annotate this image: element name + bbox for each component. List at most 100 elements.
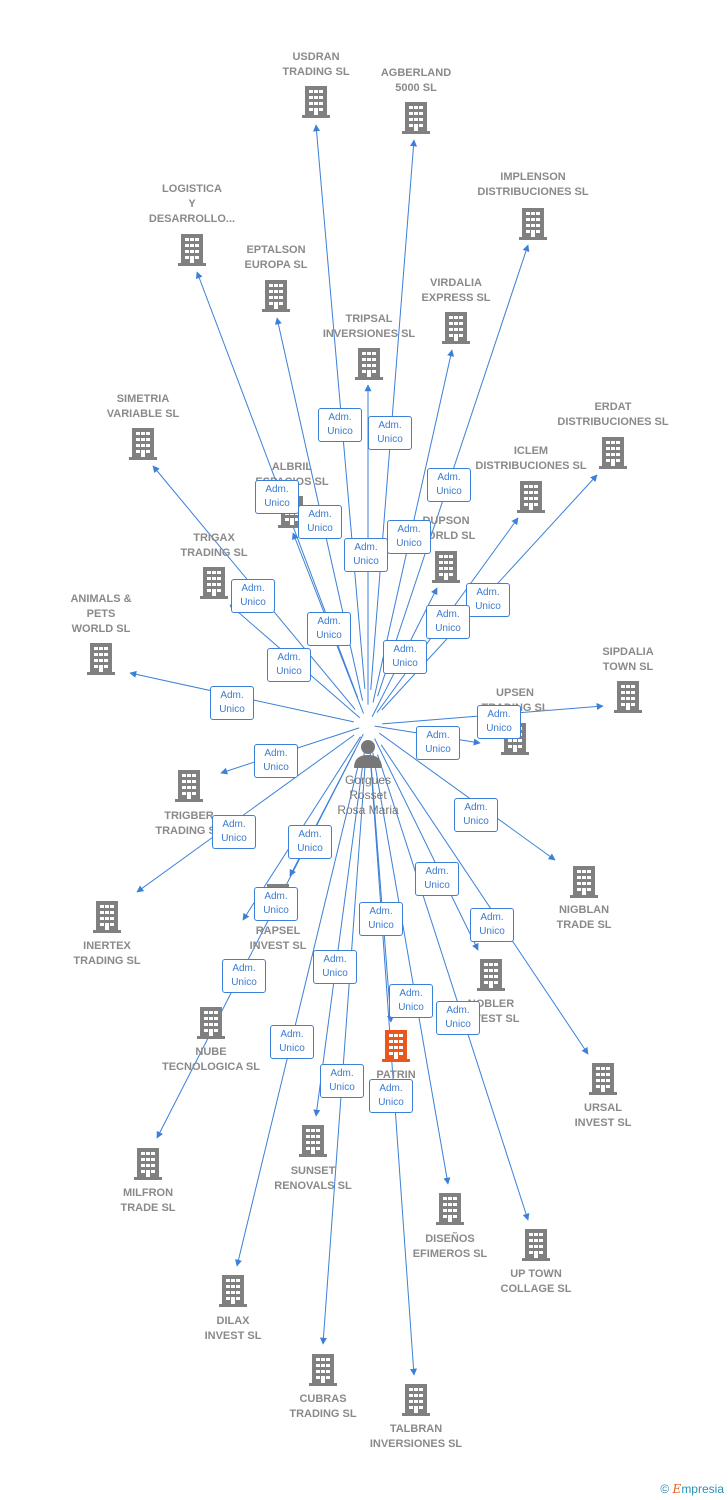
brand-logo-initial: E (672, 1482, 682, 1496)
role-badge-logistica[interactable]: Adm. Unico (255, 480, 299, 514)
copyright-icon: © (660, 1482, 670, 1496)
person-name[interactable]: Gorgues Rosset Rosa Maria (337, 773, 399, 817)
role-badge-disenos[interactable]: Adm. Unico (436, 1001, 480, 1035)
building-icon[interactable] (309, 1354, 337, 1386)
role-badge-iclem[interactable]: Adm. Unico (426, 605, 470, 639)
brand-footer: © Empresia (660, 1482, 724, 1496)
edge-inertex (136, 734, 355, 893)
role-badge-sipdalia[interactable]: Adm. Unico (477, 705, 521, 739)
company-label-disenos[interactable]: DISEÑOS EFIMEROS SL (412, 1233, 488, 1260)
role-badge-albril[interactable]: Adm. Unico (344, 538, 388, 572)
building-icon[interactable] (442, 312, 470, 344)
role-badge-implenson[interactable]: Adm. Unico (427, 468, 471, 502)
role-badge-upsen[interactable]: Adm. Unico (416, 726, 460, 760)
building-icon[interactable] (614, 681, 642, 713)
company-label-sunset[interactable]: SUNSET RENOVALS SL (274, 1165, 352, 1192)
role-badge-ursal[interactable]: Adm. Unico (470, 908, 514, 942)
role-badge-dupson[interactable]: Adm. Unico (383, 640, 427, 674)
building-icon[interactable] (519, 208, 547, 240)
company-label-cubras[interactable]: CUBRAS TRADING SL (289, 1393, 357, 1420)
building-icon[interactable] (477, 959, 505, 991)
edge-cubras (319, 762, 366, 1345)
building-icon[interactable] (262, 280, 290, 312)
building-icon[interactable] (175, 770, 203, 802)
edge-milfron (156, 749, 356, 1139)
role-badge-milfron[interactable]: Adm. Unico (222, 959, 266, 993)
role-badge-agberland[interactable]: Adm. Unico (368, 416, 412, 450)
role-badge-erdat[interactable]: Adm. Unico (466, 583, 510, 617)
building-icon[interactable] (178, 234, 206, 266)
role-badge-talbran[interactable]: Adm. Unico (369, 1079, 413, 1113)
company-label-logistica[interactable]: LOGISTICA Y DESARROLLO... (148, 183, 236, 225)
role-badge-nube[interactable]: Adm. Unico (254, 887, 298, 921)
edge-dilax (235, 757, 361, 1267)
company-label-erdat[interactable]: ERDAT DISTRIBUCIONES SL (557, 401, 669, 428)
building-icon[interactable] (197, 1007, 225, 1039)
building-icon[interactable] (134, 1148, 162, 1180)
building-icon[interactable] (599, 437, 627, 469)
building-icon[interactable] (522, 1229, 550, 1261)
building-icon[interactable] (200, 567, 228, 599)
building-icon[interactable] (432, 551, 460, 583)
building-icon[interactable] (87, 643, 115, 675)
role-badge-eptalson[interactable]: Adm. Unico (298, 505, 342, 539)
building-icon[interactable] (93, 901, 121, 933)
role-badge-dilax[interactable]: Adm. Unico (270, 1025, 314, 1059)
company-label-ursal[interactable]: URSAL INVEST SL (574, 1102, 632, 1129)
role-badge-extra-0[interactable]: Adm. Unico (307, 612, 351, 646)
building-icon[interactable] (402, 102, 430, 134)
building-icon[interactable] (589, 1063, 617, 1095)
role-badge-rapsel[interactable]: Adm. Unico (288, 825, 332, 859)
company-label-milfron[interactable]: MILFRON TRADE SL (120, 1187, 176, 1214)
company-label-eptalson[interactable]: EPTALSON EUROPA SL (244, 244, 308, 271)
company-label-implenson[interactable]: IMPLENSON DISTRIBUCIONES SL (477, 171, 589, 198)
building-icon[interactable] (517, 481, 545, 513)
role-badge-trigber[interactable]: Adm. Unico (254, 744, 298, 778)
building-icon[interactable] (436, 1193, 464, 1225)
person-icon (354, 740, 382, 768)
building-icon[interactable] (219, 1275, 247, 1307)
role-badge-noblier[interactable]: Adm. Unico (415, 862, 459, 896)
building-icon[interactable] (402, 1384, 430, 1416)
company-label-nigblan[interactable]: NIGBLAN TRADE SL (556, 904, 612, 931)
company-label-rapsel[interactable]: RAPSEL INVEST SL (249, 925, 307, 952)
edge-sunset (313, 748, 366, 1117)
company-label-inertex[interactable]: INERTEX TRADING SL (73, 940, 141, 967)
role-badge-inertex[interactable]: Adm. Unico (212, 815, 256, 849)
building-icon[interactable] (355, 348, 383, 380)
building-icon[interactable] (129, 428, 157, 460)
company-label-animals[interactable]: ANIMALS & PETS WORLD SL (70, 593, 132, 635)
company-label-trigax[interactable]: TRIGAX TRADING SL (180, 532, 248, 559)
edge-uptown (377, 754, 530, 1221)
role-badge-simetria[interactable]: Adm. Unico (231, 579, 275, 613)
role-badge-patrin[interactable]: Adm. Unico (359, 902, 403, 936)
role-badge-uptown[interactable]: Adm. Unico (389, 984, 433, 1018)
company-label-dilax[interactable]: DILAX INVEST SL (204, 1315, 262, 1342)
edge-agberland (370, 139, 417, 690)
building-icon[interactable] (299, 1125, 327, 1157)
company-label-nube[interactable]: NUBE TECNOLOGICA SL (162, 1046, 260, 1073)
role-badge-sunset[interactable]: Adm. Unico (313, 950, 357, 984)
company-label-tripsal[interactable]: TRIPSAL INVERSIONES SL (322, 313, 416, 340)
company-label-sipdalia[interactable]: SIPDALIA TOWN SL (602, 646, 654, 673)
role-badge-trigax[interactable]: Adm. Unico (267, 648, 311, 682)
building-icon[interactable] (570, 866, 598, 898)
company-label-iclem[interactable]: ICLEM DISTRIBUCIONES SL (475, 445, 587, 472)
role-badge-tripsal[interactable]: Adm. Unico (318, 408, 362, 442)
role-badge-cubras[interactable]: Adm. Unico (320, 1064, 364, 1098)
company-label-usdran[interactable]: USDRAN TRADING SL (282, 51, 350, 78)
company-label-virdalia[interactable]: VIRDALIA EXPRESS SL (421, 277, 491, 304)
edge-ursal (380, 744, 589, 1055)
building-icon-highlight (382, 1030, 410, 1062)
role-badge-animals[interactable]: Adm. Unico (210, 686, 254, 720)
company-label-talbran[interactable]: TALBRAN INVERSIONES SL (369, 1423, 463, 1450)
edge-noblier (374, 738, 479, 951)
role-badge-nigblan[interactable]: Adm. Unico (454, 798, 498, 832)
company-label-uptown[interactable]: UP TOWN COLLAGE SL (500, 1268, 572, 1295)
company-label-simetria[interactable]: SIMETRIA VARIABLE SL (106, 393, 180, 420)
company-label-agberland[interactable]: AGBERLAND 5000 SL (380, 67, 452, 94)
building-icon[interactable] (302, 86, 330, 118)
role-badge-virdalia[interactable]: Adm. Unico (387, 520, 431, 554)
